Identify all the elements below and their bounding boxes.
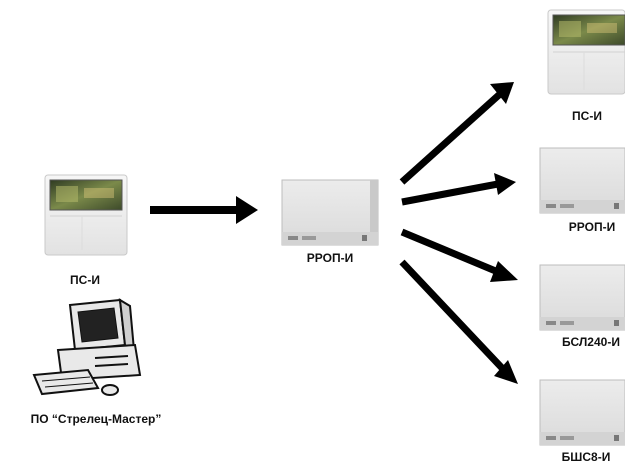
target-panel-icon: [547, 9, 625, 95]
target-label-1: ПС-И: [572, 109, 602, 123]
target-module-icon-2: [539, 147, 625, 214]
target-module-icon-3: [539, 264, 625, 331]
computer-icon: [32, 298, 142, 396]
source-panel-icon: [44, 174, 128, 256]
software-label: ПО “Стрелец-Мастер”: [30, 412, 162, 426]
target-label-2: РРОП-И: [568, 220, 616, 234]
hub-label: РРОП-И: [306, 251, 354, 265]
source-panel-label: ПС-И: [70, 273, 100, 287]
arrow-source-to-hub: [150, 196, 258, 224]
arrow-hub-to-target-1: [399, 82, 514, 185]
hub-module-icon: [281, 179, 379, 246]
arrow-hub-to-target-2: [401, 173, 516, 206]
target-label-4: БШС8-И: [561, 450, 611, 464]
arrow-hub-to-target-4: [399, 259, 518, 384]
arrow-hub-to-target-3: [400, 228, 518, 282]
target-label-3: БСЛ240-И: [562, 335, 620, 349]
target-module-icon-4: [539, 379, 625, 446]
